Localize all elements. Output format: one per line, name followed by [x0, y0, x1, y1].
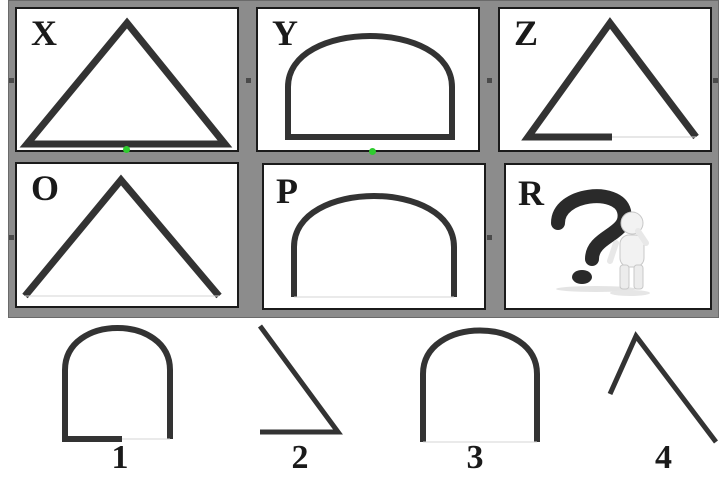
resize-handle[interactable]: [9, 235, 14, 240]
option-label: 2: [240, 441, 360, 475]
cell-r[interactable]: R: [504, 163, 712, 310]
right-half-triangle-shape: [240, 322, 360, 447]
cell-letter: Z: [514, 15, 538, 51]
cell-x[interactable]: X: [15, 7, 239, 152]
question-figure-icon: [506, 165, 712, 310]
option-4[interactable]: 4: [600, 322, 727, 477]
resize-handle[interactable]: [713, 78, 718, 83]
cell-y[interactable]: Y: [256, 7, 480, 152]
resize-handle[interactable]: [487, 235, 492, 240]
arch-gap-right-shape: [40, 322, 200, 447]
cell-letter: P: [276, 173, 298, 209]
arch-open-base-shape: [395, 322, 555, 447]
rotate-handle[interactable]: [123, 146, 130, 153]
option-label: 3: [395, 441, 555, 475]
option-3[interactable]: 3: [395, 322, 555, 477]
option-1[interactable]: 1: [40, 322, 200, 477]
cell-p[interactable]: P: [262, 163, 486, 310]
cell-letter: O: [31, 170, 59, 206]
puzzle-frame[interactable]: X Y Z O P R: [8, 0, 719, 318]
rotate-handle[interactable]: [369, 148, 376, 155]
option-label: 4: [600, 441, 727, 475]
triangle-no-base-shape: [600, 322, 727, 447]
cell-z[interactable]: Z: [498, 7, 712, 152]
option-2[interactable]: 2: [240, 322, 360, 477]
cell-o[interactable]: O: [15, 162, 239, 308]
option-label: 1: [40, 441, 200, 475]
resize-handle[interactable]: [246, 78, 251, 83]
resize-handle[interactable]: [487, 78, 492, 83]
resize-handle[interactable]: [9, 78, 14, 83]
cell-letter: Y: [272, 15, 298, 51]
cell-letter: X: [31, 15, 57, 51]
